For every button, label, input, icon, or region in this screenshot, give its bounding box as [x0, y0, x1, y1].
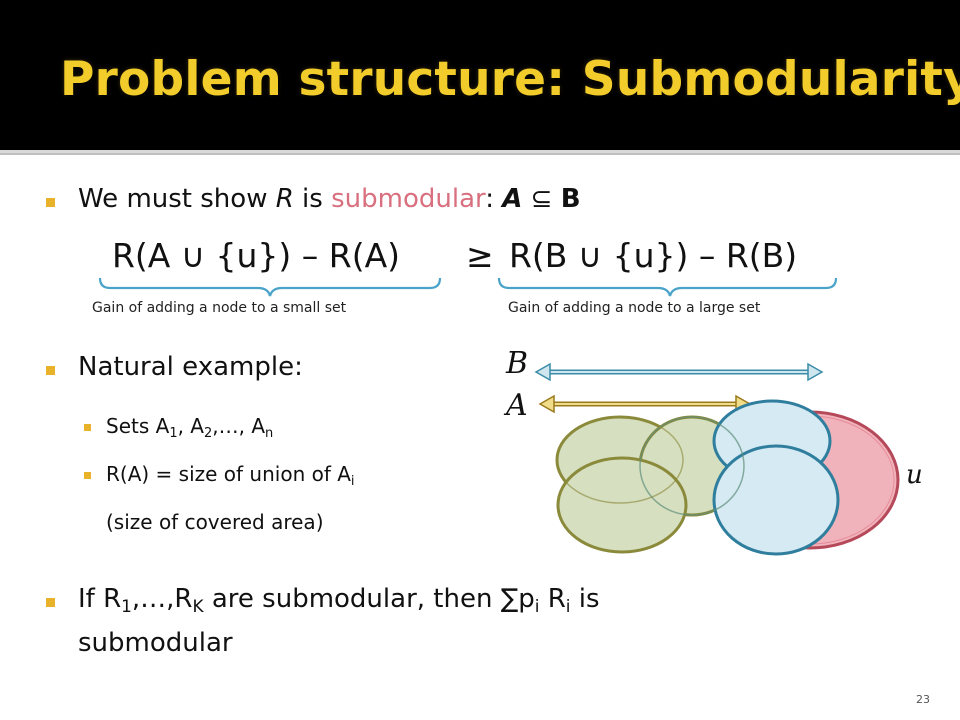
set-b2-ellipse	[712, 444, 840, 556]
bullet-sum-submodular: If R1,…,RK are submodular, then ∑pi Ri i…	[78, 584, 600, 617]
bullet-submodular-claim: We must show R is submodular: A ⊆ B	[78, 184, 581, 214]
sub-i: i	[350, 473, 355, 489]
text-sets-a: Sets A	[106, 414, 170, 438]
title-rule-shadow	[0, 153, 960, 155]
text-colon: :	[485, 184, 503, 214]
sub-i: i	[534, 596, 540, 617]
sub-bullet-sets: Sets A1, A2,…, An	[106, 414, 274, 441]
sub-2: 2	[204, 425, 213, 441]
bullet-sum-submodular-cont: submodular	[78, 628, 233, 658]
bullet-marker	[46, 366, 55, 375]
brace-right	[497, 277, 838, 297]
text-is: is	[570, 584, 600, 614]
arrow-a	[538, 394, 752, 414]
text-an: ,…, A	[212, 414, 266, 438]
label-b: B	[506, 346, 529, 381]
equation-rhs: R(B ∪ {u}) – R(B)	[509, 236, 798, 275]
brace-label-small-set: Gain of adding a node to a small set	[92, 300, 347, 316]
bullet-natural-example: Natural example:	[78, 352, 303, 382]
bullet-marker	[46, 198, 55, 207]
title-bar	[0, 0, 960, 150]
text-then-sum: are submodular, then ∑p	[203, 584, 535, 614]
text-submodular: submodular	[331, 184, 486, 214]
equation-operator: ≥	[466, 236, 494, 275]
text-prefix: We must show	[78, 184, 276, 214]
text-set-b: B	[560, 184, 581, 214]
sub-bullet-marker	[84, 424, 91, 431]
equation-lhs: R(A ∪ {u}) – R(A)	[112, 236, 401, 275]
brace-left	[98, 277, 442, 297]
label-a: A	[506, 388, 528, 423]
text-a2: , A	[177, 414, 204, 438]
bullet-marker	[46, 598, 55, 607]
text-union: R(A) = size of union of A	[106, 462, 351, 486]
arrow-b	[534, 362, 824, 382]
text-r: R	[539, 584, 566, 614]
sub-1: 1	[169, 425, 178, 441]
subset-symbol: ⊆	[530, 184, 553, 214]
sub-bullet-covered-area: (size of covered area)	[106, 510, 324, 534]
sub-i: i	[565, 596, 571, 617]
sub-bullet-union: R(A) = size of union of Ai	[106, 462, 355, 489]
title-rule	[0, 150, 960, 153]
page-number: 23	[916, 693, 930, 706]
text-if-r: If R	[78, 584, 122, 614]
text-rk: ,…,R	[131, 584, 193, 614]
sub-k: K	[192, 596, 204, 617]
slide-title: Problem structure: Submodularity	[60, 52, 960, 107]
label-u: u	[906, 460, 923, 490]
sub-bullet-marker	[84, 472, 91, 479]
sub-1: 1	[121, 596, 132, 617]
text-is: is	[293, 184, 332, 214]
text-r: R	[275, 184, 294, 214]
brace-label-large-set: Gain of adding a node to a large set	[508, 300, 761, 316]
set-a3-ellipse	[556, 456, 688, 554]
text-set-a: A	[502, 184, 523, 214]
sub-n: n	[265, 425, 274, 441]
